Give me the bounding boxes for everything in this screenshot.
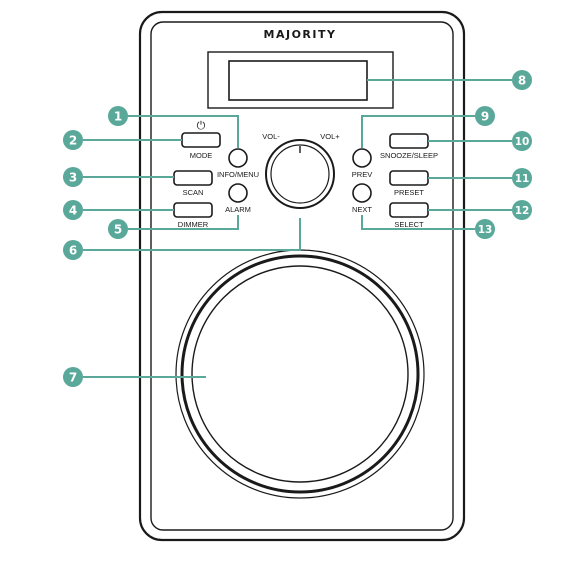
- preset-button[interactable]: [389, 170, 429, 186]
- prev-button[interactable]: [352, 148, 372, 168]
- dimmer-label: DIMMER: [178, 220, 209, 229]
- svg-text:6: 6: [69, 244, 77, 258]
- next-label: NEXT: [352, 205, 372, 214]
- svg-text:5: 5: [114, 223, 122, 237]
- prev-label: PREV: [352, 170, 372, 179]
- brand-logo: MAJORITY: [264, 28, 337, 41]
- svg-text:12: 12: [515, 205, 530, 217]
- radio-body-inner: [150, 21, 454, 531]
- callout-badges: 1 2 3 4 5 6 7 8 9 10 11 12 13: [63, 70, 532, 387]
- speaker-outer-ring: [175, 249, 425, 499]
- leader-5: [128, 215, 239, 230]
- callout-leader-lines: [83, 79, 512, 378]
- mode-button[interactable]: [181, 132, 221, 148]
- leader-13: [361, 215, 475, 230]
- callout-4: 4: [63, 200, 83, 220]
- leader-6: [83, 218, 301, 251]
- leader-9: [361, 115, 475, 148]
- callout-2: 2: [63, 130, 83, 150]
- snooze-sleep-label: SNOOZE/SLEEP: [380, 151, 438, 160]
- vol-plus-label: VOL+: [320, 132, 340, 141]
- speaker-cone: [191, 265, 409, 483]
- callout-8: 8: [512, 70, 532, 90]
- svg-text:7: 7: [69, 371, 77, 385]
- callout-13: 13: [475, 219, 495, 239]
- select-label: SELECT: [394, 220, 424, 229]
- preset-label: PRESET: [394, 188, 424, 197]
- info-menu-button[interactable]: [228, 148, 248, 168]
- leader-1: [128, 115, 239, 148]
- callout-9: 9: [475, 106, 495, 126]
- vol-minus-label: VOL-: [262, 132, 280, 141]
- info-menu-label: INFO/MENU: [217, 170, 259, 179]
- alarm-label: ALARM: [225, 205, 251, 214]
- svg-text:8: 8: [518, 74, 526, 88]
- svg-text:11: 11: [515, 173, 530, 185]
- mode-label: MODE: [190, 151, 213, 160]
- svg-text:4: 4: [69, 204, 77, 218]
- display-screen: [228, 60, 368, 101]
- speaker-ring: [180, 254, 420, 494]
- callout-11: 11: [512, 168, 532, 188]
- scan-button[interactable]: [173, 170, 213, 186]
- volume-knob-outer[interactable]: [265, 139, 335, 209]
- snooze-sleep-button[interactable]: [389, 133, 429, 149]
- select-button[interactable]: [389, 202, 429, 218]
- radio-body-outer: [138, 10, 466, 542]
- dimmer-button[interactable]: [173, 202, 213, 218]
- svg-text:2: 2: [69, 134, 77, 148]
- callout-12: 12: [512, 200, 532, 220]
- callout-7: 7: [63, 367, 83, 387]
- callout-5: 5: [108, 219, 128, 239]
- svg-text:13: 13: [478, 224, 493, 236]
- svg-text:3: 3: [69, 171, 77, 185]
- svg-text:1: 1: [114, 110, 122, 124]
- callout-1: 1: [108, 106, 128, 126]
- callout-10: 10: [512, 131, 532, 151]
- next-button[interactable]: [352, 183, 372, 203]
- alarm-button[interactable]: [228, 183, 248, 203]
- scan-label: SCAN: [183, 188, 204, 197]
- power-icon: ⏻: [197, 120, 206, 132]
- svg-text:10: 10: [515, 136, 530, 148]
- volume-knob-inner: [270, 144, 330, 204]
- callout-6: 6: [63, 240, 83, 260]
- svg-text:9: 9: [481, 110, 489, 124]
- callout-3: 3: [63, 167, 83, 187]
